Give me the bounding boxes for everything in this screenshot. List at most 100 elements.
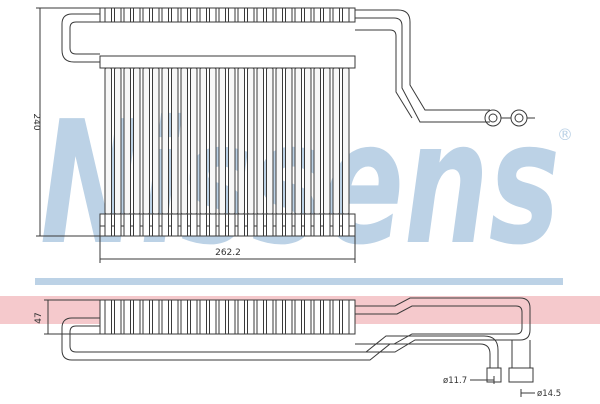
core-tube [123, 67, 131, 215]
pipe-fittings [484, 109, 535, 127]
header-tube-top [180, 7, 188, 23]
outlet-pipe [61, 13, 100, 63]
side-tube [114, 299, 122, 335]
header-tube-bottom [209, 213, 217, 237]
core-tube [237, 67, 245, 215]
header-tube-bottom [190, 213, 198, 237]
header-tube-top [275, 7, 283, 23]
side-pipe-upper [355, 297, 531, 353]
header-tube-top [171, 7, 179, 23]
core-tube [342, 67, 350, 215]
side-tube [256, 299, 264, 335]
header-tube-bottom [323, 213, 331, 237]
fitting-end-large [508, 367, 534, 383]
dimension-thickness-label: 47 [34, 312, 44, 323]
header-tube-top [247, 7, 255, 23]
side-tube [218, 299, 226, 335]
side-tube [228, 299, 236, 335]
header-tube-bottom [161, 213, 169, 237]
side-tube [209, 299, 217, 335]
header-tube-bottom [228, 213, 236, 237]
side-tube [190, 299, 198, 335]
core-tube [104, 67, 112, 215]
inlet-pipe-inner [355, 17, 490, 123]
header-tube-top [332, 7, 340, 23]
core-tube [180, 67, 188, 215]
side-tube [294, 299, 302, 335]
side-pipe-lower [61, 317, 491, 372]
header-tube-top [133, 7, 141, 23]
core-tube [332, 67, 340, 215]
core-tube [190, 67, 198, 215]
side-tube [275, 299, 283, 335]
header-tube-top [199, 7, 207, 23]
header-tube-top [104, 7, 112, 23]
header-tube-bottom [332, 213, 340, 237]
header-tube-top [209, 7, 217, 23]
header-tube-bottom [123, 213, 131, 237]
header-tube-bottom [104, 213, 112, 237]
header-tube-bottom [114, 213, 122, 237]
core-tube [294, 67, 302, 215]
header-tube-top [237, 7, 245, 23]
core-tube [171, 67, 179, 215]
front-view [36, 7, 535, 263]
core-tube [256, 67, 264, 215]
side-pipe-lower-inner [69, 325, 499, 372]
header-tube-bottom [237, 213, 245, 237]
core-tube [247, 67, 255, 215]
header-tube-bottom [247, 213, 255, 237]
header-tube-top [228, 7, 236, 23]
side-tube [304, 299, 312, 335]
top-header-lower [99, 55, 356, 69]
side-tube [237, 299, 245, 335]
core-tube [133, 67, 141, 215]
outlet-pipe-inner [69, 21, 100, 55]
side-tubes [104, 299, 350, 335]
brand-rule [35, 278, 563, 285]
header-tube-top [266, 7, 274, 23]
header-tube-bottom [313, 213, 321, 237]
header-tube-bottom [304, 213, 312, 237]
header-tube-top [285, 7, 293, 23]
side-tube [180, 299, 188, 335]
core-tube [142, 67, 150, 215]
header-tube-top [114, 7, 122, 23]
header-tube-top [323, 7, 331, 23]
side-tube [171, 299, 179, 335]
header-tube-bottom [275, 213, 283, 237]
registered-mark: ® [557, 125, 573, 144]
side-tube [323, 299, 331, 335]
header-tube-bottom [133, 213, 141, 237]
side-tube [342, 299, 350, 335]
core-tube [285, 67, 293, 215]
side-tube [104, 299, 112, 335]
header-tube-top [304, 7, 312, 23]
core-tube [323, 67, 331, 215]
header-tube-top [294, 7, 302, 23]
core-tube [266, 67, 274, 215]
side-tube [313, 299, 321, 335]
core-tube [275, 67, 283, 215]
header-tube-bottom [285, 213, 293, 237]
fitting-left-inner [488, 113, 498, 123]
header-tube-top [123, 7, 131, 23]
side-tube [123, 299, 131, 335]
pipe-large-diameter-label: ø14.5 [537, 389, 561, 399]
core-tube [152, 67, 160, 215]
core-tube [218, 67, 226, 215]
bottom-header-lower [99, 225, 356, 237]
header-tube-top [190, 7, 198, 23]
side-tube [161, 299, 169, 335]
header-tube-bottom [171, 213, 179, 237]
header-tube-bottom [218, 213, 226, 237]
core-tube [304, 67, 312, 215]
width-dimension [99, 236, 356, 263]
side-tube [142, 299, 150, 335]
side-tube [247, 299, 255, 335]
header-tube-top [161, 7, 169, 23]
fitting-right-inner [514, 113, 524, 123]
core-tube [114, 67, 122, 215]
inlet-pipe [355, 9, 490, 111]
